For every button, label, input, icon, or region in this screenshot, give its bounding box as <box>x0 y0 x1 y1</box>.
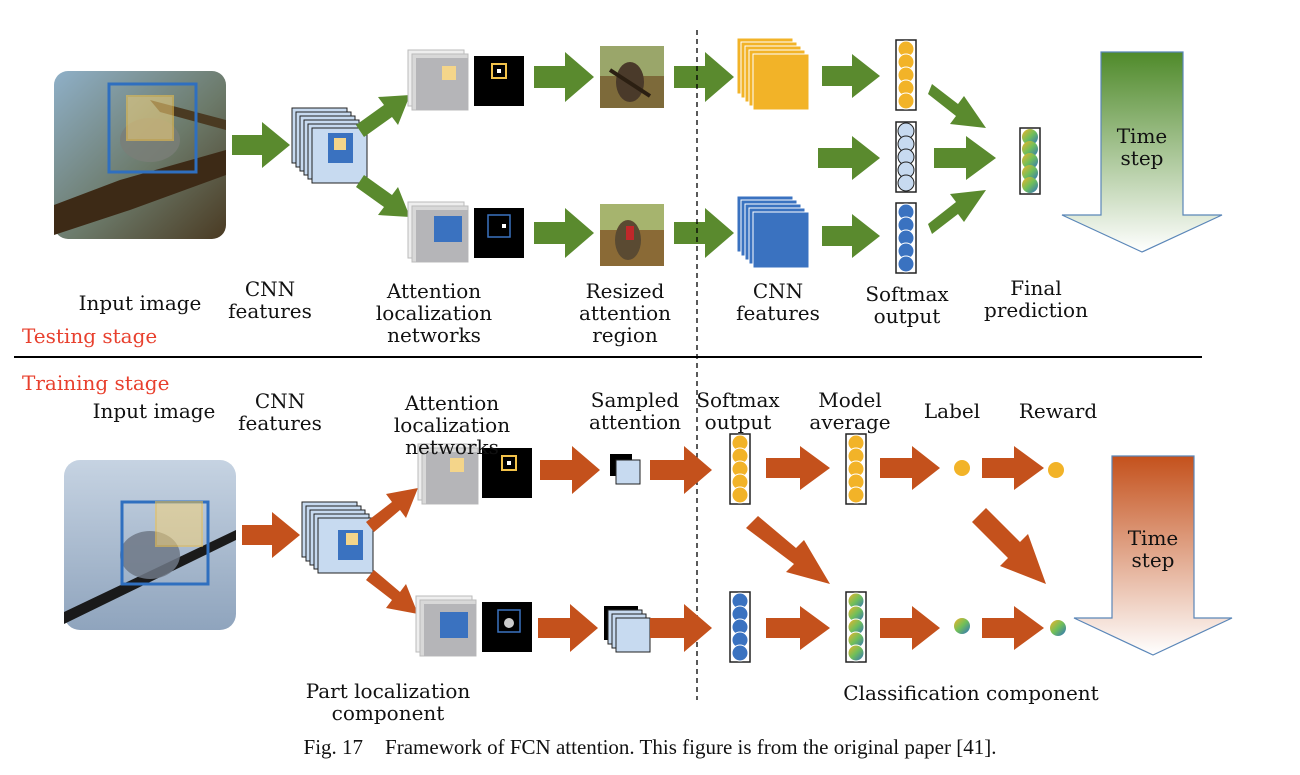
test-arrow-down <box>356 175 410 217</box>
test-arrow-photo-bottom <box>674 208 734 258</box>
train-arrow-up <box>366 488 418 532</box>
testing-softmax-yellow <box>895 39 917 111</box>
label-test-time-step: Time step <box>1116 124 1168 170</box>
training-attention-bottom <box>415 595 532 657</box>
test-arrow-attn-bottom <box>534 208 594 258</box>
train-arrow-to-sampled-bottom <box>538 604 598 652</box>
testing-softmax-blue <box>895 202 917 274</box>
model-average-yellow <box>845 433 867 505</box>
test-arrow-attn-top <box>534 52 594 102</box>
train-arrow-softmax-diagonal <box>746 516 830 584</box>
label-train-cnn-features: CNN features <box>238 389 322 435</box>
test-arrow-final-mid <box>934 136 996 180</box>
label-test-cnn-features-2: CNN features <box>736 279 820 325</box>
label-test-input-image: Input image <box>78 291 202 315</box>
label-train-time-step: Time step <box>1127 526 1179 572</box>
figure-number: Fig. 17 <box>303 735 364 759</box>
sampled-attention-bottom <box>604 606 651 653</box>
train-arrow-softmax-bottom-to-average <box>766 606 830 650</box>
train-arrow-softmax-to-average <box>766 446 830 490</box>
label-train-softmax-output: Softmax output <box>696 388 780 434</box>
test-arrow-final-top <box>928 84 986 128</box>
train-arrow-to-reward-bottom <box>982 606 1044 650</box>
reward-dot-top <box>1048 462 1064 478</box>
label-test-final-prediction: Final prediction <box>984 276 1088 322</box>
training-softmax-yellow <box>729 433 751 505</box>
model-average-mixed <box>845 591 867 663</box>
train-arrow-down <box>366 570 418 614</box>
training-softmax-blue <box>729 591 751 663</box>
reward-dot-bottom <box>1050 620 1066 636</box>
time-step-arrow-orange <box>1073 455 1233 656</box>
training-input-image <box>64 460 236 630</box>
label-testing-stage: Testing stage <box>22 324 158 348</box>
sampled-attention-top <box>610 454 641 485</box>
label-train-label: Label <box>923 399 981 423</box>
label-dot-bottom <box>954 618 970 634</box>
test-arrow-up <box>356 95 410 137</box>
train-arrow-to-sampled-top <box>540 446 600 494</box>
testing-softmax-light <box>895 121 917 193</box>
train-arrow-reward-diagonal <box>972 508 1046 584</box>
testing-cnn-features-blue <box>736 195 810 269</box>
train-arrow-to-label-bottom <box>880 606 940 650</box>
train-arrow-to-softmax-bottom <box>650 604 712 652</box>
final-prediction-column <box>1019 127 1041 195</box>
label-classification-component: Classification component <box>843 681 1099 705</box>
test-arrow-input-to-cnn <box>232 122 290 168</box>
label-test-softmax-output: Softmax output <box>865 282 949 328</box>
label-test-resized-region: Resized attention region <box>578 279 672 347</box>
label-train-attention-networks: Attention localization networks <box>393 391 511 459</box>
figure-caption-text: Framework of FCN attention. This figure … <box>385 735 997 759</box>
label-dot-top <box>954 460 970 476</box>
train-arrow-input-to-cnn <box>242 512 300 558</box>
label-part-localization-component: Part localization component <box>305 679 471 725</box>
testing-input-image <box>54 71 226 239</box>
train-arrow-to-reward-top <box>982 446 1044 490</box>
resized-region-bottom <box>600 204 664 266</box>
label-training-stage: Training stage <box>22 371 170 395</box>
resized-region-top <box>600 46 664 108</box>
time-step-arrow-green <box>1061 51 1223 253</box>
train-arrow-to-softmax-top <box>650 446 712 494</box>
label-train-sampled-attention: Sampled attention <box>588 388 682 434</box>
testing-attention-top <box>407 49 524 111</box>
testing-cnn-feature-stack <box>291 107 368 184</box>
label-test-cnn-features: CNN features <box>228 277 312 323</box>
label-train-reward: Reward <box>1018 399 1098 423</box>
test-arrow-to-softmax-bottom <box>822 214 880 258</box>
figure-caption: Fig. 17 Framework of FCN attention. This … <box>0 735 1300 760</box>
test-arrow-to-softmax-top <box>822 54 880 98</box>
label-train-input-image: Input image <box>92 399 216 423</box>
train-arrow-to-label-top <box>880 446 940 490</box>
test-arrow-to-softmax-mid <box>818 136 880 180</box>
testing-cnn-features-yellow <box>736 37 810 111</box>
training-attention-top <box>417 443 532 505</box>
testing-attention-bottom <box>407 201 524 263</box>
label-train-model-average: Model average <box>809 388 891 434</box>
test-arrow-final-bottom <box>928 190 986 234</box>
test-arrow-photo-top <box>674 52 734 102</box>
training-cnn-feature-stack <box>301 501 374 574</box>
label-test-attention-networks: Attention localization networks <box>375 279 493 347</box>
